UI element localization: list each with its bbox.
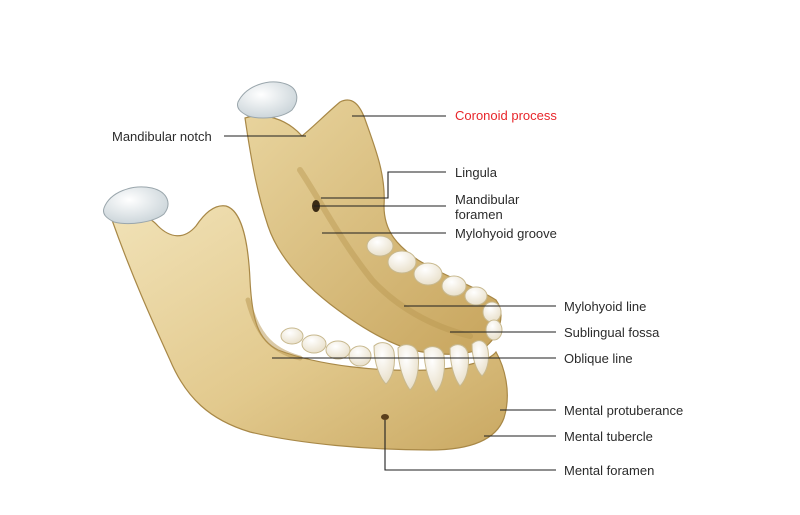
label-mandibular-notch: Mandibular notch <box>112 129 212 144</box>
leader-lines <box>224 115 556 471</box>
label-mylohyoid-groove: Mylohyoid groove <box>455 226 557 241</box>
label-oblique-line: Oblique line <box>564 351 633 366</box>
leader-lingula <box>321 171 446 199</box>
left-condyle-cap <box>103 186 169 225</box>
leader-mental-foramen <box>384 420 556 471</box>
label-mandibular-foramen: Mandibular foramen <box>455 192 520 222</box>
oblique-ridge <box>245 297 303 361</box>
label-lingula: Lingula <box>455 165 497 180</box>
right-teeth <box>366 235 503 341</box>
inner-shading <box>297 167 473 339</box>
left-half-mandible <box>103 186 508 451</box>
label-mental-protuberance: Mental protuberance <box>564 403 684 418</box>
label-mental-foramen: Mental foramen <box>564 463 655 478</box>
label-mylohyoid-line: Mylohyoid line <box>564 299 647 314</box>
right-condyle-cap <box>237 81 298 119</box>
right-half-mandible <box>237 81 503 355</box>
label-sublingual-fossa: Sublingual fossa <box>564 325 660 340</box>
label-mental-tubercle: Mental tubercle <box>564 429 653 444</box>
mental-foramen-hole <box>381 414 389 420</box>
label-coronoid-process: Coronoid process <box>455 108 557 123</box>
